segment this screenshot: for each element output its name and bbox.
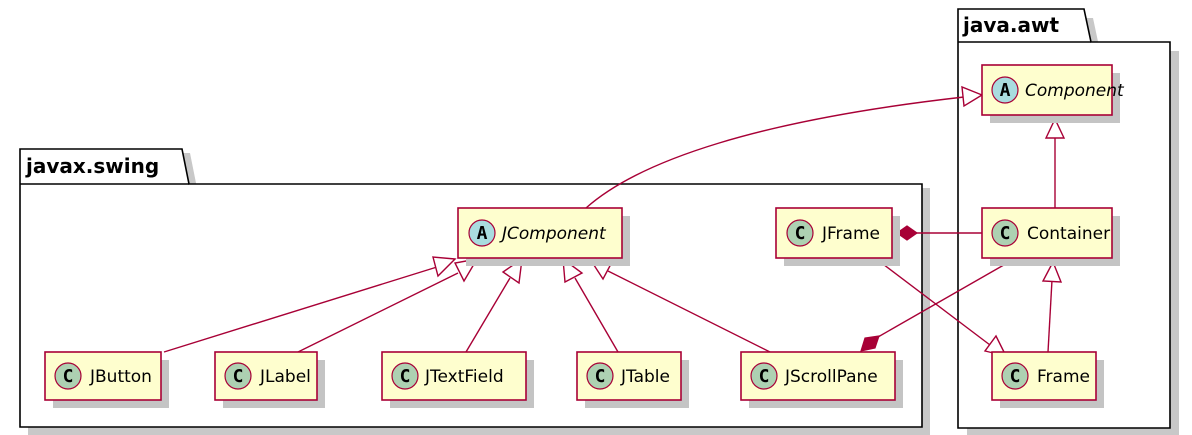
stereotype-letter: C xyxy=(795,223,806,244)
class-jbutton[interactable]: C JButton xyxy=(44,351,169,408)
stereotype-letter: C xyxy=(595,366,606,387)
class-name: JComponent xyxy=(499,224,607,244)
class-icon xyxy=(1001,362,1029,390)
composition-diamond xyxy=(895,225,919,241)
package-title-javax-swing: javax.swing xyxy=(25,154,159,178)
class-container[interactable]: C Container xyxy=(981,207,1120,266)
class-component[interactable]: A Component xyxy=(981,64,1125,123)
class-name: Frame xyxy=(1037,367,1090,387)
stereotype-letter: C xyxy=(63,366,74,387)
edge-jbutton-jcomponent xyxy=(163,266,438,353)
edge-container-jscrollpane xyxy=(877,257,1017,338)
inheritance-arrowhead xyxy=(432,256,457,278)
class-name: JLabel xyxy=(259,367,311,387)
class-jlabel[interactable]: C JLabel xyxy=(214,351,325,408)
inheritance-arrowhead xyxy=(1044,117,1066,139)
inheritance-arrowhead xyxy=(961,85,984,108)
class-name: JButton xyxy=(89,367,152,387)
class-name: JFrame xyxy=(821,224,880,244)
edge-jtextfield-jcomponent xyxy=(465,277,511,353)
inheritance-arrowhead xyxy=(1041,260,1063,283)
class-icon xyxy=(786,219,814,247)
class-name: Container xyxy=(1027,224,1110,244)
class-name: JScrollPane xyxy=(784,367,878,387)
stereotype-letter: C xyxy=(233,366,244,387)
class-jcomponent[interactable]: A JComponent xyxy=(457,207,630,266)
edge-jscrollpane-jcomponent xyxy=(607,270,771,353)
edge-jcomponent-component xyxy=(585,96,965,209)
edge-jlabel-jcomponent xyxy=(297,272,459,353)
stereotype-letter: A xyxy=(1000,80,1011,101)
class-jtextfield[interactable]: C JTextField xyxy=(381,351,534,408)
class-icon xyxy=(586,362,614,390)
edge-jtable-jcomponent xyxy=(574,277,619,353)
package-title-java-awt: java.awt xyxy=(962,13,1059,37)
stereotype-letter: C xyxy=(759,366,770,387)
composition-diamond xyxy=(860,335,880,352)
class-frame[interactable]: C Frame xyxy=(991,351,1104,408)
stereotype-letter: C xyxy=(1000,223,1011,244)
class-icon xyxy=(54,362,82,390)
class-icon xyxy=(991,219,1019,247)
class-name: Component xyxy=(1025,81,1125,101)
abstract-class-icon xyxy=(991,76,1019,104)
class-icon xyxy=(391,362,419,390)
edge-jframe-frame xyxy=(874,257,991,346)
stereotype-letter: C xyxy=(400,366,411,387)
abstract-class-icon xyxy=(468,219,496,247)
class-icon xyxy=(224,362,252,390)
edge-frame-container xyxy=(1047,279,1053,353)
class-jscrollpane[interactable]: C JScrollPane xyxy=(740,351,903,408)
class-name: JTable xyxy=(620,367,670,387)
stereotype-letter: A xyxy=(477,223,488,244)
stereotype-letter: C xyxy=(1010,366,1021,387)
class-jframe[interactable]: C JFrame xyxy=(775,207,900,266)
class-jtable[interactable]: C JTable xyxy=(576,351,689,408)
class-name: JTextField xyxy=(424,367,504,387)
class-icon xyxy=(750,362,778,390)
